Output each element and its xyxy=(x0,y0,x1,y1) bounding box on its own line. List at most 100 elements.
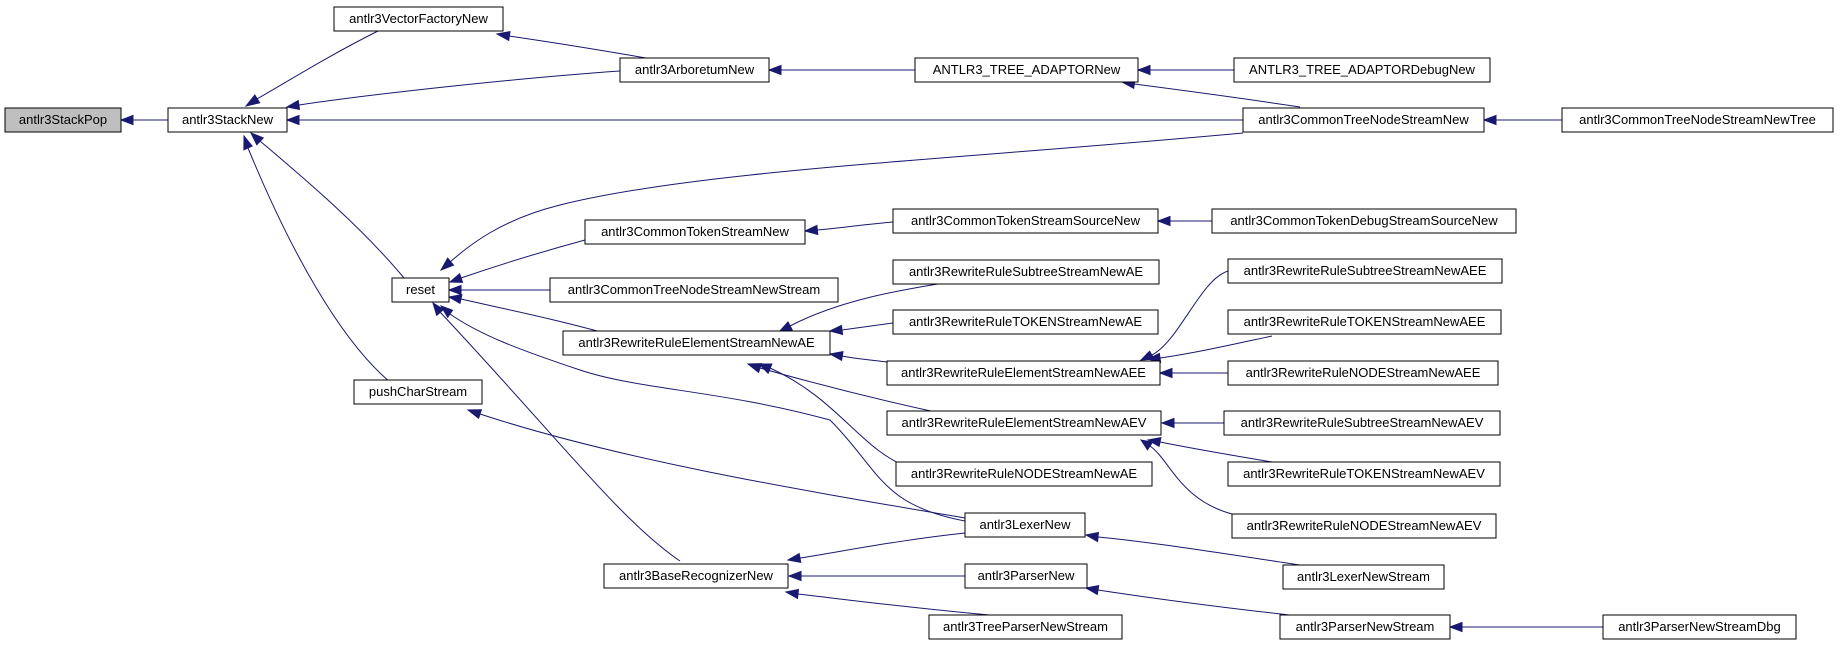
svg-text:antlr3RewriteRuleTOKENStreamNe: antlr3RewriteRuleTOKENStreamNewAE xyxy=(909,314,1142,329)
svg-text:antlr3RewriteRuleSubtreeStream: antlr3RewriteRuleSubtreeStreamNewAEV xyxy=(1241,415,1484,430)
svg-text:pushCharStream: pushCharStream xyxy=(369,384,467,399)
svg-text:antlr3CommonTokenDebugStreamSo: antlr3CommonTokenDebugStreamSourceNew xyxy=(1230,213,1498,228)
edge-antlr3CommonTreeNodeStreamNew-to-reset xyxy=(439,132,1244,271)
edge-antlr3CommonTokenStreamNew-to-reset xyxy=(448,239,586,283)
svg-text:antlr3RewriteRuleElementStream: antlr3RewriteRuleElementStreamNewAE xyxy=(578,335,815,350)
node-antlr3LexerNew[interactable]: antlr3LexerNew xyxy=(964,512,1086,538)
svg-text:ANTLR3_TREE_ADAPTORDebugNew: ANTLR3_TREE_ADAPTORDebugNew xyxy=(1249,62,1476,77)
svg-text:antlr3RewriteRuleTOKENStreamNe: antlr3RewriteRuleTOKENStreamNewAEE xyxy=(1244,314,1486,329)
edge-antlr3ParserNewStreamDbg-to-antlr3ParserNewStream xyxy=(1448,621,1603,633)
node-antlr3RewriteRuleElementStreamNewAEE[interactable]: antlr3RewriteRuleElementStreamNewAEE xyxy=(886,360,1161,386)
node-ANTLR3_TREE_ADAPTORDebugNew[interactable]: ANTLR3_TREE_ADAPTORDebugNew xyxy=(1233,57,1491,83)
edge-antlr3RewriteRuleElementStreamNewAEE-to-antlr3RewriteRuleElementStreamNewAE xyxy=(828,350,888,363)
svg-text:antlr3CommonTreeNodeStreamNewS: antlr3CommonTreeNodeStreamNewStream xyxy=(568,282,820,297)
edge-antlr3RewriteRuleTOKENStreamNewAE-to-antlr3RewriteRuleElementStreamNewAE xyxy=(828,322,894,336)
edge-antlr3StackNew-to-antlr3StackPop xyxy=(119,114,168,126)
edge-antlr3LexerNew-to-pushCharStream xyxy=(466,409,966,519)
svg-text:antlr3RewriteRuleNODEStreamNew: antlr3RewriteRuleNODEStreamNewAEE xyxy=(1246,365,1481,380)
node-antlr3LexerNewStream[interactable]: antlr3LexerNewStream xyxy=(1282,564,1445,590)
node-antlr3CommonTreeNodeStreamNew[interactable]: antlr3CommonTreeNodeStreamNew xyxy=(1242,107,1485,133)
node-antlr3ParserNewStream[interactable]: antlr3ParserNewStream xyxy=(1279,614,1451,640)
svg-text:antlr3RewriteRuleElementStream: antlr3RewriteRuleElementStreamNewAEV xyxy=(902,415,1147,430)
edge-antlr3LexerNew-to-antlr3BaseRecognizerNew xyxy=(786,532,966,564)
edge-antlr3RewriteRuleSubtreeStreamNewAEV-to-antlr3RewriteRuleElementStreamNewAEV xyxy=(1160,417,1224,429)
svg-text:antlr3StackPop: antlr3StackPop xyxy=(19,112,107,127)
edge-antlr3ParserNewStream-to-antlr3ParserNew xyxy=(1084,584,1299,617)
edge-ANTLR3_TREE_ADAPTORNew-to-antlr3ArboretumNew xyxy=(767,64,915,76)
edge-antlr3RewriteRuleTOKENStreamNewAEE-to-antlr3RewriteRuleElementStreamNewAEE xyxy=(1146,335,1273,364)
edge-antlr3RewriteRuleTOKENStreamNewAEV-to-antlr3RewriteRuleElementStreamNewAEV xyxy=(1146,436,1273,463)
node-antlr3RewriteRuleNODEStreamNewAEE[interactable]: antlr3RewriteRuleNODEStreamNewAEE xyxy=(1227,360,1499,386)
node-antlr3CommonTokenStreamNew[interactable]: antlr3CommonTokenStreamNew xyxy=(584,219,806,245)
svg-text:antlr3VectorFactoryNew: antlr3VectorFactoryNew xyxy=(349,11,488,26)
edge-antlr3CommonTokenStreamSourceNew-to-antlr3CommonTokenStreamNew xyxy=(803,221,894,236)
svg-text:antlr3RewriteRuleSubtreeStream: antlr3RewriteRuleSubtreeStreamNewAEE xyxy=(1244,263,1487,278)
node-ANTLR3_TREE_ADAPTORNew[interactable]: ANTLR3_TREE_ADAPTORNew xyxy=(914,57,1139,83)
node-antlr3RewriteRuleNODEStreamNewAEV[interactable]: antlr3RewriteRuleNODEStreamNewAEV xyxy=(1231,513,1497,539)
node-antlr3RewriteRuleNODEStreamNewAE[interactable]: antlr3RewriteRuleNODEStreamNewAE xyxy=(895,461,1153,487)
svg-text:antlr3RewriteRuleSubtreeStream: antlr3RewriteRuleSubtreeStreamNewAE xyxy=(909,264,1143,279)
node-pushCharStream[interactable]: pushCharStream xyxy=(353,379,483,405)
svg-text:antlr3BaseRecognizerNew: antlr3BaseRecognizerNew xyxy=(619,568,774,583)
node-antlr3RewriteRuleSubtreeStreamNewAE[interactable]: antlr3RewriteRuleSubtreeStreamNewAE xyxy=(892,259,1160,285)
node-antlr3RewriteRuleTOKENStreamNewAEV[interactable]: antlr3RewriteRuleTOKENStreamNewAEV xyxy=(1227,461,1501,487)
svg-text:antlr3CommonTokenStreamNew: antlr3CommonTokenStreamNew xyxy=(601,224,789,239)
svg-text:antlr3StackNew: antlr3StackNew xyxy=(182,112,274,127)
edge-antlr3BaseRecognizerNew-to-reset xyxy=(432,301,681,562)
edge-antlr3CommonTreeNodeStreamNewStream-to-reset xyxy=(447,284,550,296)
node-antlr3ArboretumNew[interactable]: antlr3ArboretumNew xyxy=(619,57,770,83)
node-antlr3RewriteRuleSubtreeStreamNewAEV[interactable]: antlr3RewriteRuleSubtreeStreamNewAEV xyxy=(1223,410,1501,436)
node-antlr3RewriteRuleElementStreamNewAEV[interactable]: antlr3RewriteRuleElementStreamNewAEV xyxy=(886,410,1162,436)
edge-antlr3CommonTreeNodeStreamNewTree-to-antlr3CommonTreeNodeStreamNew xyxy=(1482,114,1562,126)
svg-text:ANTLR3_TREE_ADAPTORNew: ANTLR3_TREE_ADAPTORNew xyxy=(933,62,1121,77)
svg-text:antlr3RewriteRuleElementStream: antlr3RewriteRuleElementStreamNewAEE xyxy=(901,365,1146,380)
edge-antlr3VectorFactoryNew-to-antlr3StackNew xyxy=(244,30,379,107)
edge-antlr3LexerNew-to-reset xyxy=(439,305,966,522)
svg-text:antlr3ParserNewStream: antlr3ParserNewStream xyxy=(1296,619,1435,634)
node-antlr3RewriteRuleElementStreamNewAE[interactable]: antlr3RewriteRuleElementStreamNewAE xyxy=(562,330,831,356)
edge-antlr3RewriteRuleSubtreeStreamNewAE-to-antlr3RewriteRuleElementStreamNewAE xyxy=(777,281,951,333)
svg-text:antlr3RewriteRuleNODEStreamNew: antlr3RewriteRuleNODEStreamNewAEV xyxy=(1247,518,1482,533)
svg-text:antlr3LexerNewStream: antlr3LexerNewStream xyxy=(1297,569,1430,584)
edge-antlr3LexerNewStream-to-antlr3LexerNew xyxy=(1084,531,1301,566)
node-reset[interactable]: reset xyxy=(391,277,450,303)
node-antlr3VectorFactoryNew[interactable]: antlr3VectorFactoryNew xyxy=(333,6,504,32)
node-antlr3ParserNewStreamDbg[interactable]: antlr3ParserNewStreamDbg xyxy=(1602,614,1797,640)
svg-text:antlr3LexerNew: antlr3LexerNew xyxy=(979,517,1071,532)
node-antlr3CommonTreeNodeStreamNewTree[interactable]: antlr3CommonTreeNodeStreamNewTree xyxy=(1561,107,1834,133)
edge-reset-to-antlr3StackNew xyxy=(249,132,405,279)
edge-antlr3ParserNew-to-antlr3BaseRecognizerNew xyxy=(787,570,965,582)
node-antlr3TreeParserNewStream[interactable]: antlr3TreeParserNewStream xyxy=(928,614,1123,640)
edge-antlr3RewriteRuleNODEStreamNewAE-to-antlr3RewriteRuleElementStreamNewAE xyxy=(757,363,911,469)
edge-ANTLR3_TREE_ADAPTORDebugNew-to-ANTLR3_TREE_ADAPTORNew xyxy=(1136,64,1234,76)
svg-text:antlr3RewriteRuleNODEStreamNew: antlr3RewriteRuleNODEStreamNewAE xyxy=(911,466,1137,481)
svg-text:reset: reset xyxy=(406,282,435,297)
svg-text:antlr3ArboretumNew: antlr3ArboretumNew xyxy=(635,62,755,77)
svg-text:antlr3ParserNew: antlr3ParserNew xyxy=(978,568,1075,583)
edge-antlr3TreeParserNewStream-to-antlr3BaseRecognizerNew xyxy=(784,588,1001,617)
svg-text:antlr3CommonTreeNodeStreamNew: antlr3CommonTreeNodeStreamNew xyxy=(1258,112,1469,127)
node-antlr3RewriteRuleTOKENStreamNewAE[interactable]: antlr3RewriteRuleTOKENStreamNewAE xyxy=(892,309,1159,335)
svg-text:antlr3CommonTokenStreamSourceN: antlr3CommonTokenStreamSourceNew xyxy=(911,213,1141,228)
node-antlr3StackPop[interactable]: antlr3StackPop xyxy=(4,107,122,133)
node-antlr3ParserNew[interactable]: antlr3ParserNew xyxy=(964,563,1088,589)
edge-pushCharStream-to-antlr3StackNew xyxy=(243,134,391,383)
edge-antlr3RewriteRuleNODEStreamNewAEE-to-antlr3RewriteRuleElementStreamNewAEE xyxy=(1158,367,1228,379)
node-antlr3CommonTokenDebugStreamSourceNew[interactable]: antlr3CommonTokenDebugStreamSourceNew xyxy=(1211,208,1517,234)
node-antlr3CommonTokenStreamSourceNew[interactable]: antlr3CommonTokenStreamSourceNew xyxy=(892,208,1159,234)
svg-text:antlr3RewriteRuleTOKENStreamNe: antlr3RewriteRuleTOKENStreamNewAEV xyxy=(1243,466,1485,481)
edge-antlr3CommonTreeNodeStreamNew-to-antlr3StackNew xyxy=(285,114,1243,126)
node-antlr3RewriteRuleTOKENStreamNewAEE[interactable]: antlr3RewriteRuleTOKENStreamNewAEE xyxy=(1227,309,1502,335)
node-antlr3StackNew[interactable]: antlr3StackNew xyxy=(167,107,288,133)
node-antlr3RewriteRuleSubtreeStreamNewAEE[interactable]: antlr3RewriteRuleSubtreeStreamNewAEE xyxy=(1227,258,1503,284)
edge-antlr3ArboretumNew-to-antlr3VectorFactoryNew xyxy=(495,30,653,60)
edge-antlr3ArboretumNew-to-antlr3StackNew xyxy=(285,70,621,111)
node-antlr3CommonTreeNodeStreamNewStream[interactable]: antlr3CommonTreeNodeStreamNewStream xyxy=(549,277,839,303)
svg-text:antlr3CommonTreeNodeStreamNewT: antlr3CommonTreeNodeStreamNewTree xyxy=(1579,112,1816,127)
node-antlr3BaseRecognizerNew[interactable]: antlr3BaseRecognizerNew xyxy=(603,563,789,589)
edge-antlr3CommonTreeNodeStreamNew-to-ANTLR3_TREE_ADAPTORNew xyxy=(1120,78,1301,108)
edge-antlr3CommonTokenDebugStreamSourceNew-to-antlr3CommonTokenStreamSourceNew xyxy=(1156,215,1212,227)
svg-text:antlr3ParserNewStreamDbg: antlr3ParserNewStreamDbg xyxy=(1618,619,1781,634)
edge-antlr3RewriteRuleNODEStreamNewAEV-to-antlr3RewriteRuleElementStreamNewAEV xyxy=(1139,439,1233,515)
